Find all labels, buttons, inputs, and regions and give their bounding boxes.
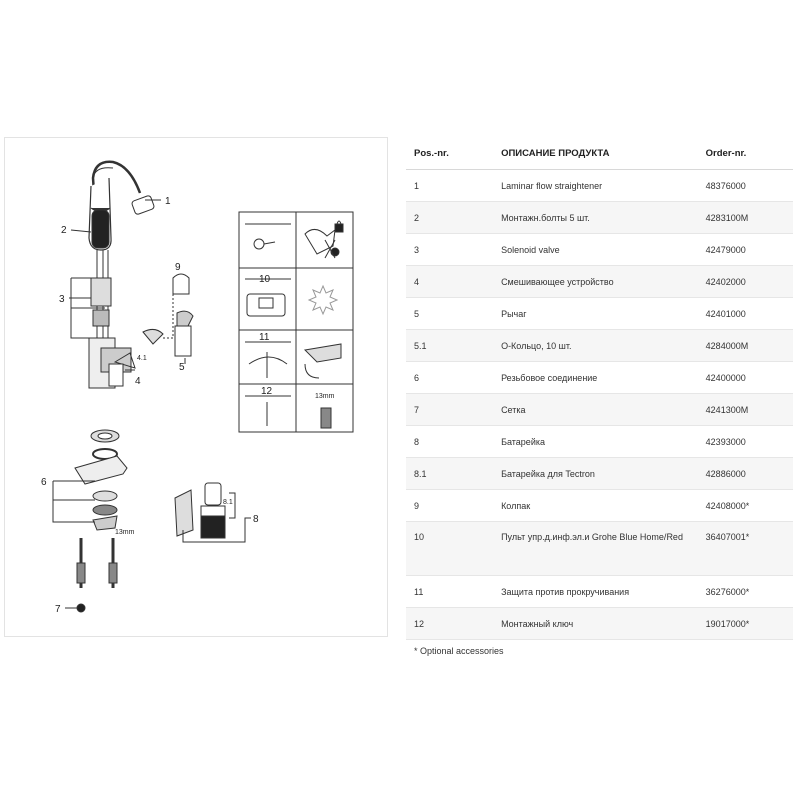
cell-order: 42393000 <box>697 425 793 458</box>
cell-pos: 6 <box>406 361 494 394</box>
diagram-label-10: 10 <box>259 274 271 285</box>
cell-pos: 3 <box>406 233 494 266</box>
diagram-label-4-1: 4.1 <box>137 355 147 362</box>
diagram-label-5: 5 <box>179 362 185 373</box>
header-description: ОПИСАНИЕ ПРОДУКТА <box>493 137 698 170</box>
header-pos: Pos.-nr. <box>406 137 494 170</box>
cell-pos: 1 <box>406 169 494 202</box>
solenoid-valve-part <box>90 277 112 307</box>
faucet-spout <box>91 160 142 239</box>
diagram-label-3: 3 <box>59 294 65 305</box>
cell-order: 42400000 <box>697 361 793 394</box>
exploded-view-diagram: 1 2 3 4 4.1 5 6 7 8 8.1 9 10 11 12 13mm … <box>4 137 388 637</box>
cell-pos: 8.1 <box>406 457 494 490</box>
cell-pos: 11 <box>406 575 494 608</box>
filter-screen-part <box>76 603 86 613</box>
cell-description: Колпак <box>493 489 698 522</box>
cell-order: 36276000* <box>697 575 793 608</box>
cell-pos: 5.1 <box>406 329 494 362</box>
cell-description: Защита против прокручивания <box>493 575 698 608</box>
diagram-label-2: 2 <box>61 225 67 236</box>
diagram-label-7: 7 <box>55 604 61 615</box>
cell-description: Смешивающее устройство <box>493 265 698 298</box>
threaded-connection-part <box>74 455 128 485</box>
diagram-label-6: 6 <box>41 477 47 488</box>
cell-order: 19017000* <box>697 607 793 640</box>
cell-order: 42886000 <box>697 457 793 490</box>
diagram-label-13mm-inset: 13mm <box>315 393 335 400</box>
cell-order: 42401000 <box>697 297 793 330</box>
cell-order: 4241300M <box>697 393 793 426</box>
cell-description: Монтажный ключ <box>493 607 698 640</box>
battery-part <box>204 482 222 506</box>
cell-description: Пульт упр.д.инф.эл.и Grohe Blue Home/Red <box>493 521 698 576</box>
diagram-label-1: 1 <box>165 196 171 207</box>
cell-pos: 4 <box>406 265 494 298</box>
aerator-part <box>131 195 155 215</box>
cell-description: Батарейка <box>493 425 698 458</box>
diagram-label-13mm: 13mm <box>115 529 135 536</box>
cell-order: 42408000* <box>697 489 793 522</box>
cell-description: О-Кольцо, 10 шт. <box>493 329 698 362</box>
cell-pos: 8 <box>406 425 494 458</box>
optional-accessories-note: * Optional accessories <box>414 646 504 656</box>
cell-order: 4284000M <box>697 329 793 362</box>
table-header-row: Pos.-nr. ОПИСАНИЕ ПРОДУКТА Order-nr. <box>406 137 793 170</box>
cell-order: 4283100M <box>697 201 793 234</box>
cell-pos: 10 <box>406 521 494 576</box>
cell-order: 36407001* <box>697 521 793 576</box>
cell-pos: 2 <box>406 201 494 234</box>
cell-pos: 12 <box>406 607 494 640</box>
cell-order: 48376000 <box>697 169 793 202</box>
cell-description: Сетка <box>493 393 698 426</box>
cap-part <box>172 273 190 295</box>
cell-description: Монтажн.болты 5 шт. <box>493 201 698 234</box>
diagram-drawing: 1 2 3 4 4.1 5 6 7 8 8.1 9 10 11 12 13mm … <box>41 160 354 615</box>
header-order: Order-nr. <box>697 137 793 170</box>
diagram-label-8: 8 <box>253 514 259 525</box>
cell-description: Рычаг <box>493 297 698 330</box>
cell-description: Резьбовое соединение <box>493 361 698 394</box>
diagram-label-8-1: 8.1 <box>223 499 233 506</box>
cell-order: 42402000 <box>697 265 793 298</box>
cell-description: Laminar flow straightener <box>493 169 698 202</box>
cell-pos: 9 <box>406 489 494 522</box>
cell-description: Батарейка для Tectron <box>493 457 698 490</box>
diagram-label-12: 12 <box>261 386 273 397</box>
cell-pos: 5 <box>406 297 494 330</box>
diagram-label-9: 9 <box>175 262 181 273</box>
diagram-label-4: 4 <box>135 376 141 387</box>
diagram-label-11: 11 <box>259 332 270 343</box>
cell-description: Solenoid valve <box>493 233 698 266</box>
lever-part <box>142 328 164 345</box>
cell-order: 42479000 <box>697 233 793 266</box>
cell-pos: 7 <box>406 393 494 426</box>
